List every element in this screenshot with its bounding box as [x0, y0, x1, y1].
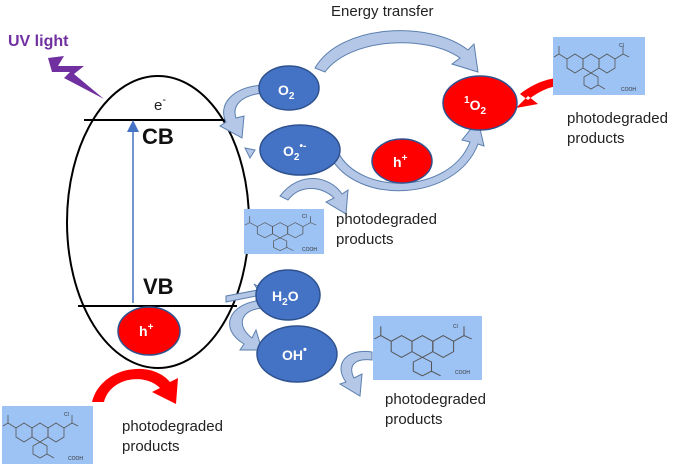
vb-hole-oval: [117, 306, 181, 356]
molecule-image-top-right: Cl COOH: [553, 37, 645, 95]
molecule-image-center: Cl COOH: [244, 209, 324, 254]
water-oval: [255, 269, 321, 321]
vb-hole-label: h+: [139, 322, 154, 339]
hydroxyl-label: OH•: [282, 344, 307, 363]
arrow-energy-transfer: [314, 30, 479, 73]
svg-text:Cl: Cl: [453, 324, 458, 330]
arrow-superoxide-to-products: [279, 178, 349, 215]
water-label: H2O: [272, 288, 299, 308]
svg-text:COOH: COOH: [455, 370, 470, 376]
electron-label: e-: [154, 94, 166, 114]
molecule-image-bottom-left: Cl COOH: [2, 406, 93, 464]
arrow-o2-to-superoxide: [219, 84, 263, 139]
superoxide-label: O2•-: [283, 141, 306, 163]
hole-label: h+: [393, 153, 408, 170]
o2-label: O2: [278, 82, 295, 102]
products-label-center: photodegraded products: [336, 211, 441, 248]
lightning-bolt-icon: [48, 56, 104, 99]
arrow-superoxide-to-singlet: [329, 118, 485, 192]
vb-label: VB: [143, 274, 174, 299]
svg-text:COOH: COOH: [68, 456, 83, 462]
hydroxyl-oval: [256, 325, 338, 383]
products-label-bottom-center: photodegraded products: [385, 391, 490, 428]
products-label-bottom-left: photodegraded products: [122, 418, 227, 455]
energy-transfer-label: Energy transfer: [331, 3, 434, 20]
singlet-oxygen-oval: [442, 75, 518, 131]
uv-light-label: UV light: [8, 33, 69, 50]
o2-oval: [258, 65, 320, 111]
hole-oval: [371, 138, 433, 184]
arrow-cb-to-superoxide: [244, 147, 256, 160]
red-arrow-molecule-to-products: [92, 368, 178, 404]
products-label-top-right: photodegraded products: [567, 110, 672, 147]
singlet-oxygen-label: 1O2: [464, 95, 486, 117]
arrow-hydroxyl-to-products: [338, 350, 373, 397]
arrow-water-to-hydroxyl: [229, 299, 263, 351]
cb-label: CB: [142, 124, 174, 149]
svg-text:COOH: COOH: [621, 87, 636, 93]
svg-text:Cl: Cl: [302, 214, 307, 220]
svg-text:Cl: Cl: [64, 412, 69, 418]
svg-text:Cl: Cl: [619, 43, 624, 49]
molecule-image-bottom-center: Cl COOH: [373, 316, 482, 380]
svg-text:COOH: COOH: [302, 247, 317, 253]
superoxide-oval: [259, 124, 341, 176]
